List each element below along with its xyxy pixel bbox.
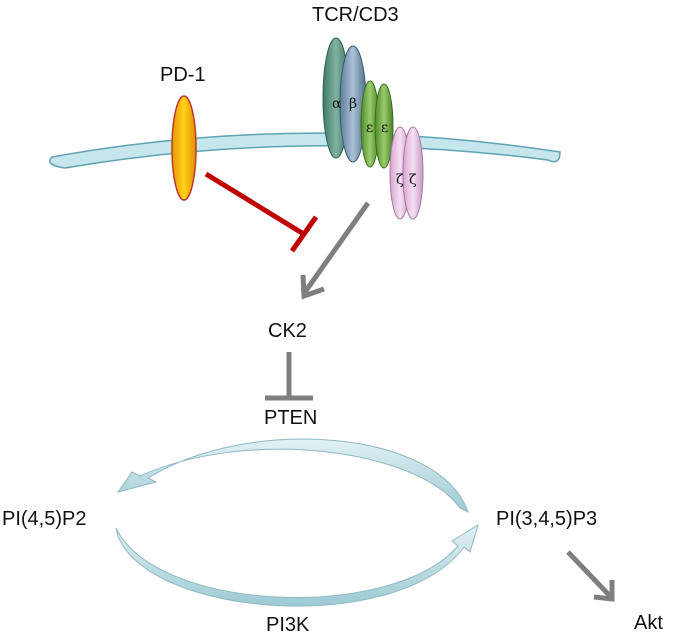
cell-membrane xyxy=(49,132,561,169)
pi345p3-label: PI(3,4,5)P3 xyxy=(496,508,598,530)
ck2-label: CK2 xyxy=(268,320,307,342)
ck2-inhibition xyxy=(265,352,313,401)
pd1-label: PD-1 xyxy=(160,64,206,86)
tcr-to-ck2-arrow xyxy=(300,201,371,300)
pten-cycle-arrow xyxy=(116,438,469,513)
zeta-label-1: ζ xyxy=(396,172,404,188)
pten-label: PTEN xyxy=(264,407,318,429)
tcr-cd3-label: TCR/CD3 xyxy=(312,4,399,26)
pd1-inhibition xyxy=(204,171,319,253)
pd1-receptor xyxy=(171,95,197,201)
akt-label: Akt xyxy=(634,612,663,634)
pip3-to-akt-arrow xyxy=(566,550,615,602)
cd3-epsilon-chain-2 xyxy=(374,83,394,169)
zeta-label-2: ζ xyxy=(409,172,417,188)
pi3k-label: PI3K xyxy=(266,614,310,636)
cd3-zeta-chain-2 xyxy=(402,126,424,220)
pi45p2-label: PI(4,5)P2 xyxy=(2,508,87,530)
beta-label: β xyxy=(349,96,357,112)
tcr-cd3-complex: α β ε ε ζ ζ xyxy=(322,37,424,220)
alpha-label: α xyxy=(332,96,342,112)
epsilon-label-1: ε xyxy=(366,120,373,136)
pi3k-cycle-arrow xyxy=(115,523,479,607)
epsilon-label-2: ε xyxy=(381,120,388,136)
